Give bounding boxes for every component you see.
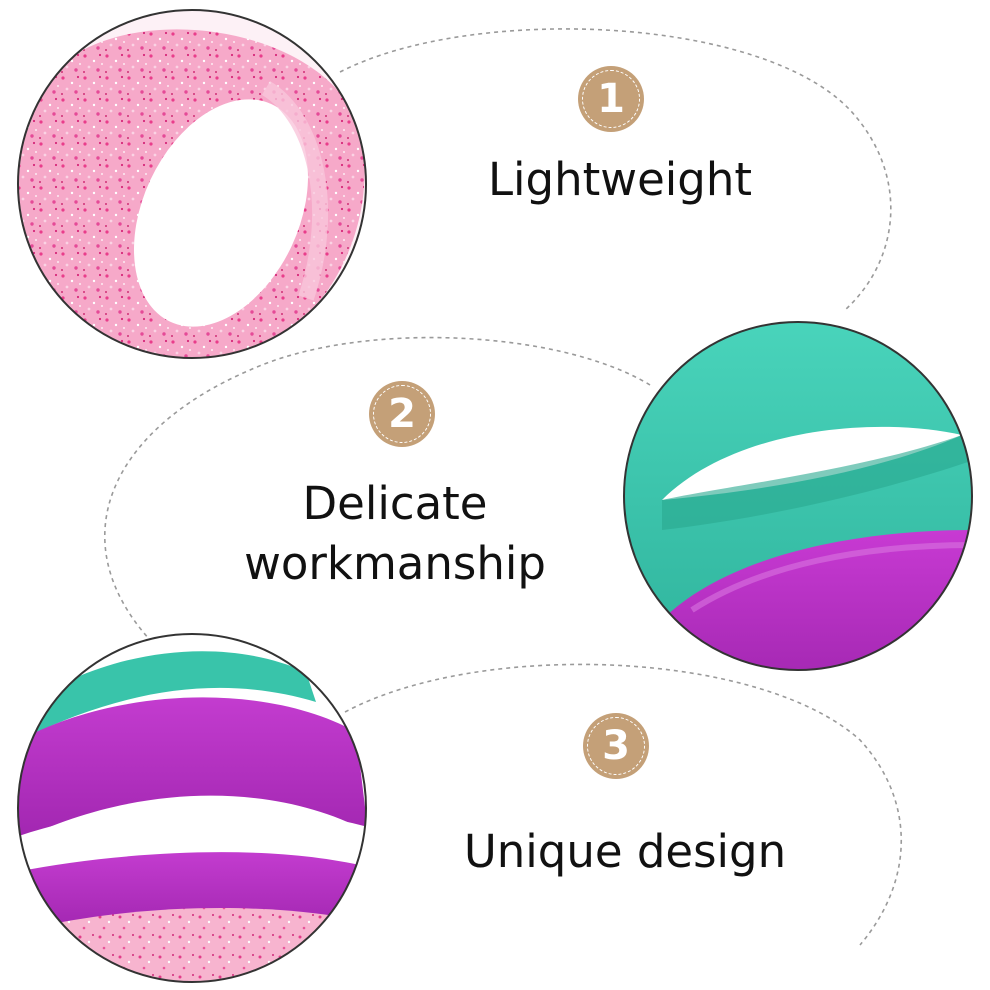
feature-label-unique-design: Unique design xyxy=(463,825,787,878)
feature-label-line-1: Delicate xyxy=(302,477,488,530)
dashed-oval-2 xyxy=(104,336,651,641)
badge-number: 3 xyxy=(602,723,630,769)
badge-number: 2 xyxy=(388,391,416,437)
badge-number: 1 xyxy=(597,76,625,122)
number-badge-1: 1 xyxy=(578,66,644,132)
teal-purple-rings-photo xyxy=(623,321,973,671)
dashed-oval-3 xyxy=(344,663,903,946)
dashed-oval-1 xyxy=(339,28,892,311)
number-badge-2: 2 xyxy=(369,381,435,447)
feature-label-line-2: workmanship xyxy=(244,537,546,590)
feature-label-lightweight: Lightweight xyxy=(487,153,753,206)
purple-teal-pink-rings-photo xyxy=(17,633,367,983)
number-badge-3: 3 xyxy=(583,713,649,779)
pink-glitter-ring-photo xyxy=(17,9,367,359)
